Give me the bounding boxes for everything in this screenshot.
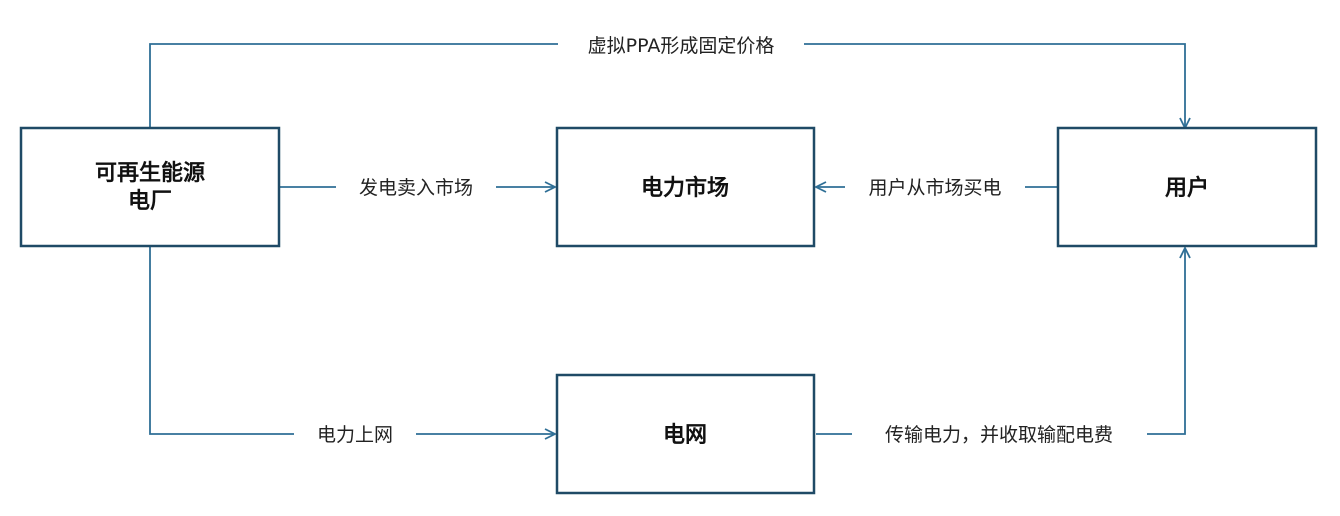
edge-transmission-label: 传输电力，并收取输配电费 <box>885 424 1113 446</box>
edge-sell-to-market-label-bg <box>336 172 496 202</box>
edge-virtual-ppa: 虚拟PPA形成固定价格 <box>149 30 1185 128</box>
edge-virtual-ppa-label-bg <box>558 30 804 60</box>
node-power-market: 电力市场 <box>555 126 816 248</box>
node-grid: 电网 <box>555 373 816 495</box>
edge-to-grid-line <box>149 246 555 434</box>
edge-to-grid-label: 电力上网 <box>317 424 393 446</box>
edge-user-buy-label: 用户从市场买电 <box>868 177 1001 199</box>
edge-transmission: 传输电力，并收取输配电费 <box>816 248 1185 449</box>
node-power-market-label: 电力市场 <box>641 175 729 201</box>
node-user-label: 用户 <box>1165 175 1209 201</box>
edge-user-buy-label-bg <box>845 172 1025 202</box>
edge-transmission-line <box>816 248 1185 435</box>
edge-user-buy: 用户从市场买电 <box>816 172 1058 202</box>
edge-to-grid-label-bg <box>294 419 416 449</box>
node-power-market-box <box>555 126 816 248</box>
edge-sell-to-market: 发电卖入市场 <box>279 172 555 202</box>
node-grid-box <box>555 373 816 495</box>
node-renewable-plant-label-line1: 可再生能源 <box>95 160 205 186</box>
node-user: 用户 <box>1056 126 1318 248</box>
edge-virtual-ppa-label: 虚拟PPA形成固定价格 <box>588 35 775 57</box>
node-user-box <box>1056 126 1318 248</box>
edge-sell-to-market-label: 发电卖入市场 <box>359 177 473 199</box>
edge-to-grid: 电力上网 <box>149 246 555 449</box>
node-grid-label: 电网 <box>663 423 707 448</box>
node-renewable-plant-label-line2: 电厂 <box>128 189 172 214</box>
node-renewable-plant-box <box>19 126 281 248</box>
edge-transmission-label-bg <box>852 419 1147 449</box>
node-renewable-plant: 可再生能源 电厂 <box>19 126 281 248</box>
